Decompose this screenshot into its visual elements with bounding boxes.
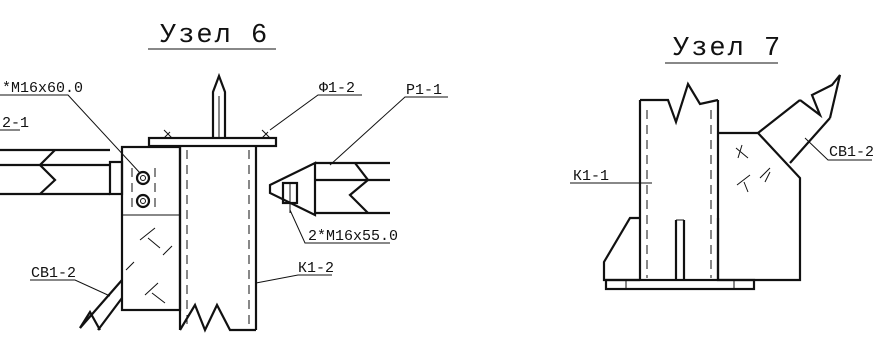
label-column-node-6: К1-2 [298,260,334,277]
left-rigel-end-plate [108,160,124,196]
label-brace-node-7: СВ1-2 [829,144,874,161]
node-6-leaders [0,94,448,297]
label-column-node-7: К1-1 [573,168,609,185]
node-7-base [602,216,756,291]
cap-plate [147,136,278,148]
node-6-brace [79,227,173,331]
node-6: Узел 6 [0,21,448,333]
node-6-column [178,146,258,333]
label-rigel-right: Р1-1 [406,82,442,99]
cap-stiffener [211,72,227,138]
label-brace-node-6: СВ1-2 [31,265,76,282]
node-6-gusset [120,145,182,312]
node-7: Узел 7 К1-1 СВ1-2 [570,34,874,291]
bolt-group [131,168,156,212]
node-7-title: Узел 7 [673,34,782,64]
label-bolt-bottom: 2*M16x55.0 [308,228,398,245]
label-bolt-top: *M16x60.0 [2,80,83,97]
node-7-gusset [718,131,802,282]
leader-brace-node-7 [804,137,872,161]
node-7-column [638,81,720,280]
label-rigel-left: 2-1 [2,115,29,132]
left-rigel [0,148,110,196]
node-7-brace [735,74,842,193]
label-plate-f: Ф1-2 [319,80,355,97]
right-rigel [268,161,390,217]
node-6-title: Узел 6 [160,21,269,51]
